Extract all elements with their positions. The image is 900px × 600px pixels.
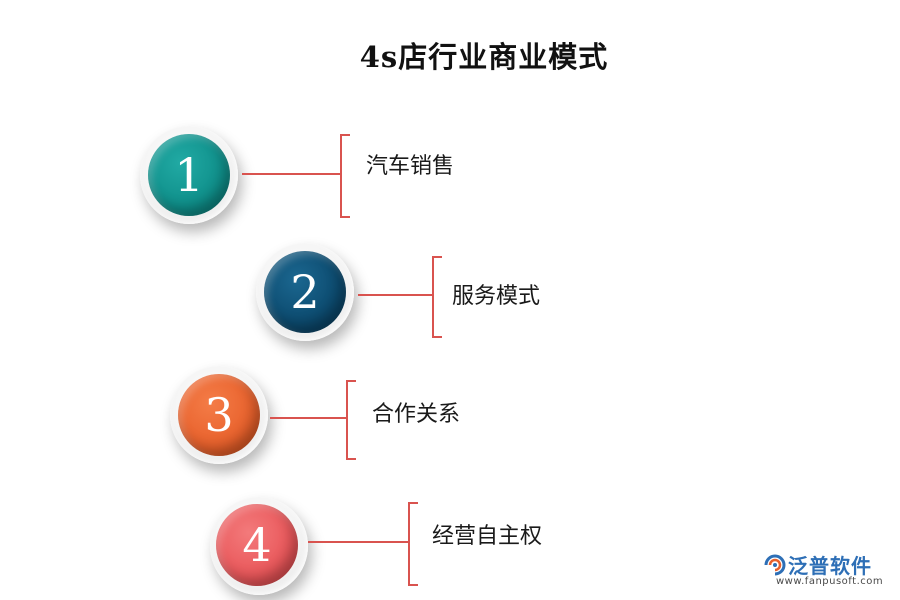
item-label: 合作关系: [372, 402, 461, 427]
number-circle-2: 2: [264, 251, 346, 333]
bracket: [346, 380, 356, 460]
number-text: 3: [204, 388, 234, 442]
brand-watermark: 泛普软件 www.fanpusoft.com: [760, 546, 890, 592]
number-circle-3: 3: [178, 374, 260, 456]
item-label: 服务模式: [452, 284, 541, 309]
brand-logo-icon: [764, 554, 786, 576]
diagram-title: 4s店行业商业模式: [359, 40, 609, 74]
connector-line: [358, 294, 432, 296]
connector-line: [242, 173, 340, 175]
number-circle-1: 1: [148, 134, 230, 216]
number-text: 2: [290, 265, 320, 319]
number-text: 4: [242, 518, 272, 572]
number-circle-4: 4: [216, 504, 298, 586]
bracket: [340, 134, 350, 218]
item-label: 经营自主权: [432, 524, 543, 549]
number-text: 1: [174, 148, 204, 202]
brand-name: 泛普软件: [788, 554, 872, 578]
connector-line: [270, 417, 346, 419]
bracket: [408, 502, 418, 586]
brand-url: www.fanpusoft.com: [776, 576, 884, 587]
bracket: [432, 256, 442, 338]
connector-line: [308, 541, 408, 543]
item-label: 汽车销售: [366, 154, 455, 179]
